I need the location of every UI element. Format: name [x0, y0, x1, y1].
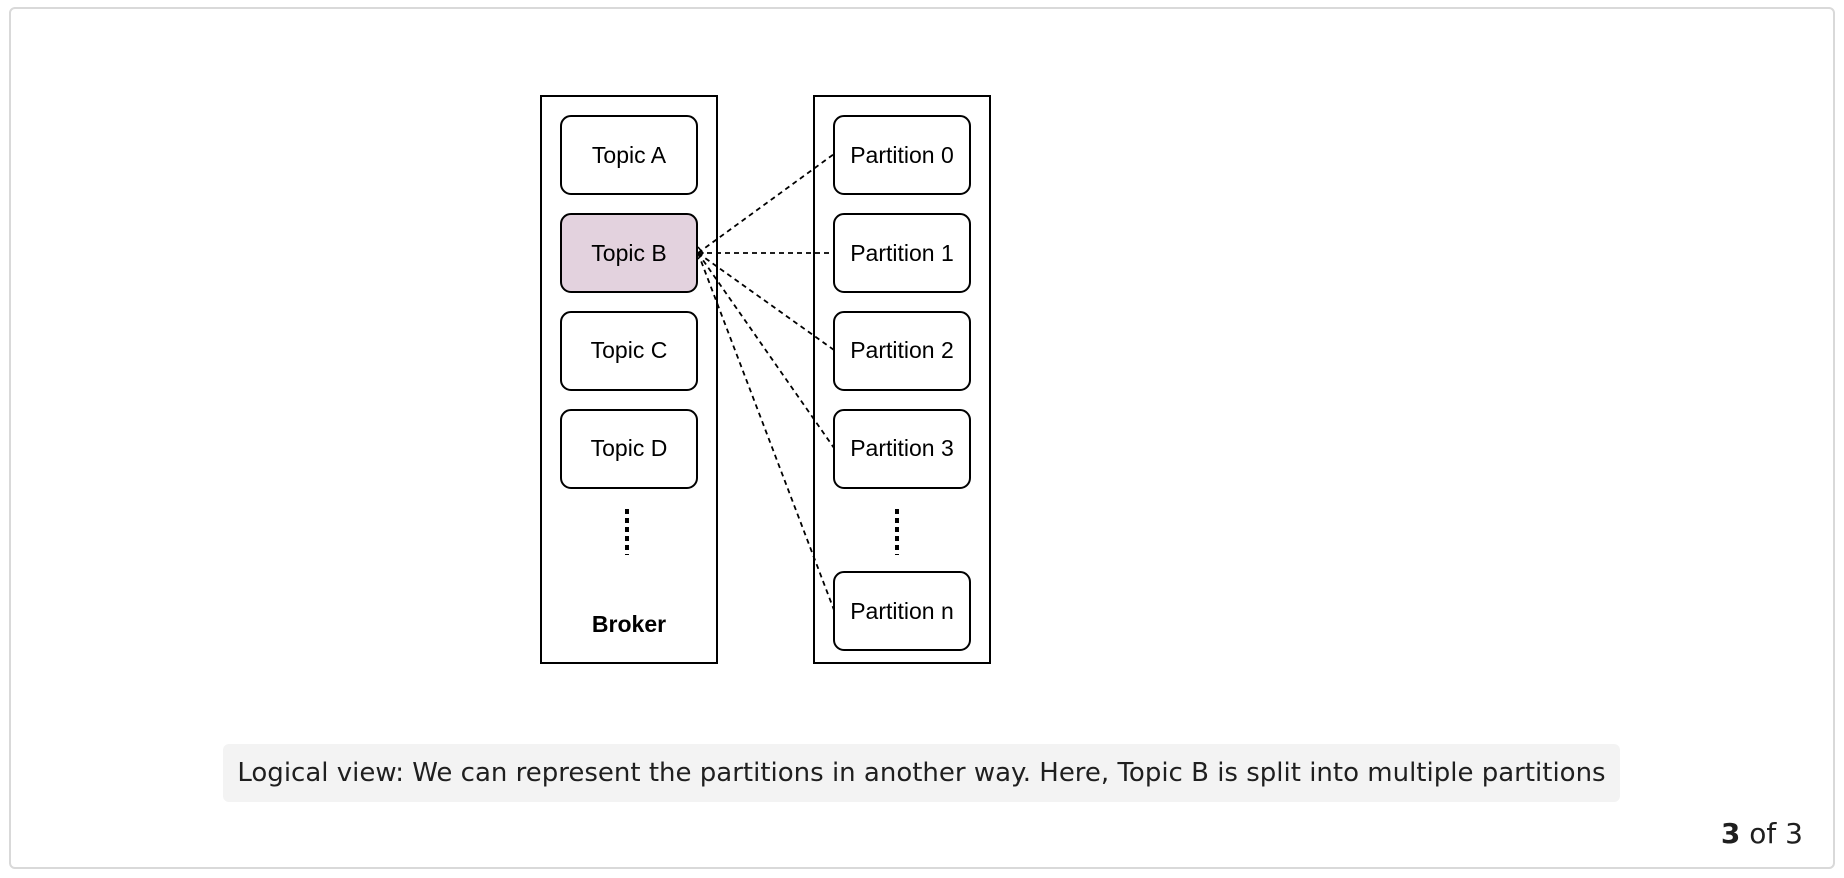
topic-box-a: Topic A	[560, 115, 698, 195]
partition-label-1: Partition 1	[850, 240, 954, 266]
topic-box-d: Topic D	[560, 409, 698, 489]
slide-caption: Logical view: We can represent the parti…	[223, 744, 1620, 802]
topic-label-c: Topic C	[591, 337, 668, 363]
partition-label-3: Partition 3	[850, 435, 954, 461]
partition-label-n: Partition n	[850, 598, 954, 624]
pager-current: 3	[1720, 817, 1741, 850]
topic-label-d: Topic D	[591, 435, 668, 461]
partition-box-0: Partition 0	[833, 115, 971, 195]
topic-box-b: Topic B	[560, 213, 698, 293]
connector-partition-n	[697, 252, 835, 611]
slide-pager: 3 of 3	[1721, 817, 1803, 850]
pager-separator: of	[1749, 817, 1777, 850]
partition-label-0: Partition 0	[850, 142, 954, 168]
connector-partition-2	[697, 252, 835, 351]
partition-box-n: Partition n	[833, 571, 971, 651]
connector-partition-3	[697, 252, 835, 449]
partition-box-1: Partition 1	[833, 213, 971, 293]
connector-partition-0	[697, 153, 835, 254]
broker-label: Broker	[592, 611, 666, 637]
topic-label-b: Topic B	[591, 240, 666, 266]
partition-box-3: Partition 3	[833, 409, 971, 489]
topic-label-a: Topic A	[592, 142, 667, 168]
pager-total: 3	[1785, 817, 1803, 850]
connector-lines	[697, 153, 835, 611]
topic-box-c: Topic C	[560, 311, 698, 391]
partition-box-2: Partition 2	[833, 311, 971, 391]
partition-label-2: Partition 2	[850, 337, 954, 363]
connector-anchor-icon	[697, 246, 704, 260]
